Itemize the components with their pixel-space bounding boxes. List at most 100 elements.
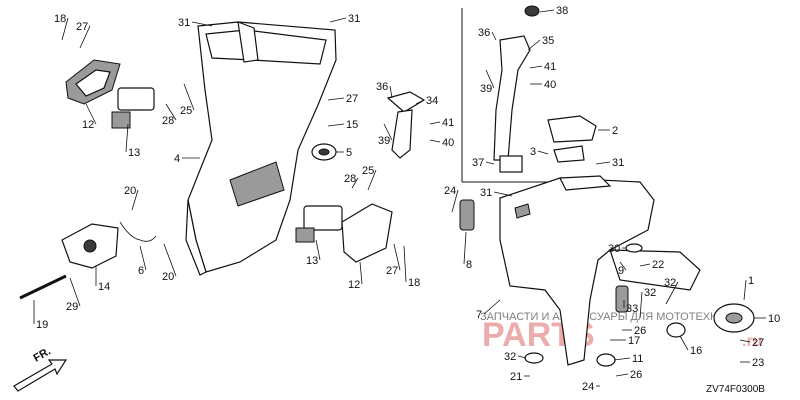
callout-31: 31 bbox=[178, 17, 213, 29]
callout-23: 23 bbox=[740, 357, 764, 369]
callout-35: 35 bbox=[527, 35, 554, 51]
watermark-tagline: ЗАПЧАСТИ И АКСЕССУАРЫ ДЛЯ МОТОТЕХНИКИ bbox=[480, 311, 740, 323]
callout-leader bbox=[359, 261, 363, 285]
callout-3: 3 bbox=[530, 146, 549, 158]
callout-number: 7 bbox=[476, 309, 482, 321]
spring-6 bbox=[119, 221, 157, 242]
callout-leader bbox=[517, 355, 527, 359]
callout-number: 41 bbox=[442, 117, 454, 129]
callout-5: 5 bbox=[336, 147, 352, 159]
callout-number: 18 bbox=[54, 13, 66, 25]
callout-9: 9 bbox=[618, 261, 627, 277]
callout-leader bbox=[463, 231, 467, 265]
callout-12: 12 bbox=[82, 103, 97, 131]
callout-leader bbox=[415, 99, 425, 105]
hose-34 bbox=[386, 91, 426, 159]
bolt-19 bbox=[19, 274, 67, 300]
callout-27: 27 bbox=[386, 243, 401, 277]
callout-leader bbox=[615, 373, 629, 377]
callout-number: 35 bbox=[542, 35, 554, 47]
callout-number: 29 bbox=[66, 301, 78, 313]
grommet-5 bbox=[311, 143, 337, 161]
upper-housing bbox=[185, 21, 337, 276]
callout-number: 28 bbox=[344, 173, 356, 185]
callout-29: 29 bbox=[66, 277, 81, 313]
callout-leader bbox=[367, 169, 377, 191]
callout-number: 19 bbox=[36, 319, 48, 331]
callout-27: 27 bbox=[327, 93, 358, 105]
callout-number: 39 bbox=[480, 83, 492, 95]
callout-33: 33 bbox=[623, 300, 638, 315]
callout-leader bbox=[743, 279, 747, 301]
seal-2 bbox=[547, 115, 597, 143]
callout-6: 6 bbox=[138, 245, 147, 277]
callout-leader bbox=[61, 17, 69, 41]
callout-leader bbox=[85, 103, 97, 125]
callout-number: 17 bbox=[628, 335, 640, 347]
callout-number: 2 bbox=[612, 125, 618, 137]
callout-leader bbox=[491, 31, 497, 41]
callout-number: 12 bbox=[82, 119, 94, 131]
callout-leader bbox=[183, 83, 195, 111]
callout-37: 37 bbox=[472, 157, 495, 169]
callout-leader bbox=[327, 123, 345, 127]
callout-leader bbox=[165, 103, 177, 121]
callout-number: 28 bbox=[162, 115, 174, 127]
callout-28: 28 bbox=[162, 103, 177, 127]
callout-number: 40 bbox=[442, 137, 454, 149]
callout-40: 40 bbox=[429, 137, 454, 149]
callout-number: 10 bbox=[768, 313, 780, 325]
clip-3 bbox=[553, 145, 585, 163]
callout-number: 36 bbox=[376, 81, 388, 93]
callout-number: 31 bbox=[612, 157, 624, 169]
front-direction-arrow: FR. bbox=[13, 345, 68, 392]
callout-leader bbox=[191, 21, 213, 27]
anode-10 bbox=[713, 303, 755, 333]
callout-26: 26 bbox=[622, 325, 646, 337]
callout-leader bbox=[125, 123, 129, 153]
callout-1: 1 bbox=[743, 275, 754, 301]
callout-number: 20 bbox=[162, 271, 174, 283]
callout-27: 27 bbox=[739, 337, 764, 349]
callout-12: 12 bbox=[348, 261, 363, 291]
callout-number: 27 bbox=[346, 93, 358, 105]
callout-leader bbox=[539, 9, 555, 13]
grommet-33 bbox=[615, 285, 629, 313]
callout-4: 4 bbox=[174, 153, 200, 165]
callout-leader bbox=[739, 339, 751, 343]
callout-leader bbox=[485, 69, 495, 89]
callout-13: 13 bbox=[306, 239, 321, 267]
callout-number: 41 bbox=[544, 61, 556, 73]
callout-number: 40 bbox=[544, 79, 556, 91]
callout-leader bbox=[383, 123, 393, 141]
callout-number: 32 bbox=[504, 351, 516, 363]
callout-leader bbox=[639, 263, 651, 267]
callout-number: 8 bbox=[466, 259, 472, 271]
callout-leader bbox=[665, 281, 679, 305]
callout-41: 41 bbox=[429, 117, 454, 129]
callout-number: 13 bbox=[128, 147, 140, 159]
lower-unit bbox=[499, 175, 701, 366]
callout-number: 5 bbox=[346, 147, 352, 159]
callout-number: 32 bbox=[664, 277, 676, 289]
callout-leader bbox=[451, 189, 459, 213]
callout-number: 18 bbox=[408, 277, 420, 289]
callout-leader bbox=[315, 239, 321, 261]
callout-40: 40 bbox=[530, 79, 556, 91]
callout-25: 25 bbox=[362, 165, 377, 191]
callout-22: 22 bbox=[639, 259, 664, 271]
callout-number: 37 bbox=[472, 157, 484, 169]
callout-number: 3 bbox=[530, 146, 536, 158]
callout-13: 13 bbox=[125, 123, 140, 159]
callout-number: 20 bbox=[124, 185, 136, 197]
callout-leader bbox=[527, 39, 541, 51]
callout-number: 39 bbox=[378, 135, 390, 147]
callout-leader bbox=[619, 261, 627, 271]
grommet-8 bbox=[459, 199, 475, 231]
callout-leader bbox=[613, 357, 631, 361]
callout-28: 28 bbox=[344, 173, 359, 189]
callout-number: 33 bbox=[626, 303, 638, 315]
grommet-11 bbox=[596, 353, 616, 367]
callout-number: 15 bbox=[346, 119, 358, 131]
